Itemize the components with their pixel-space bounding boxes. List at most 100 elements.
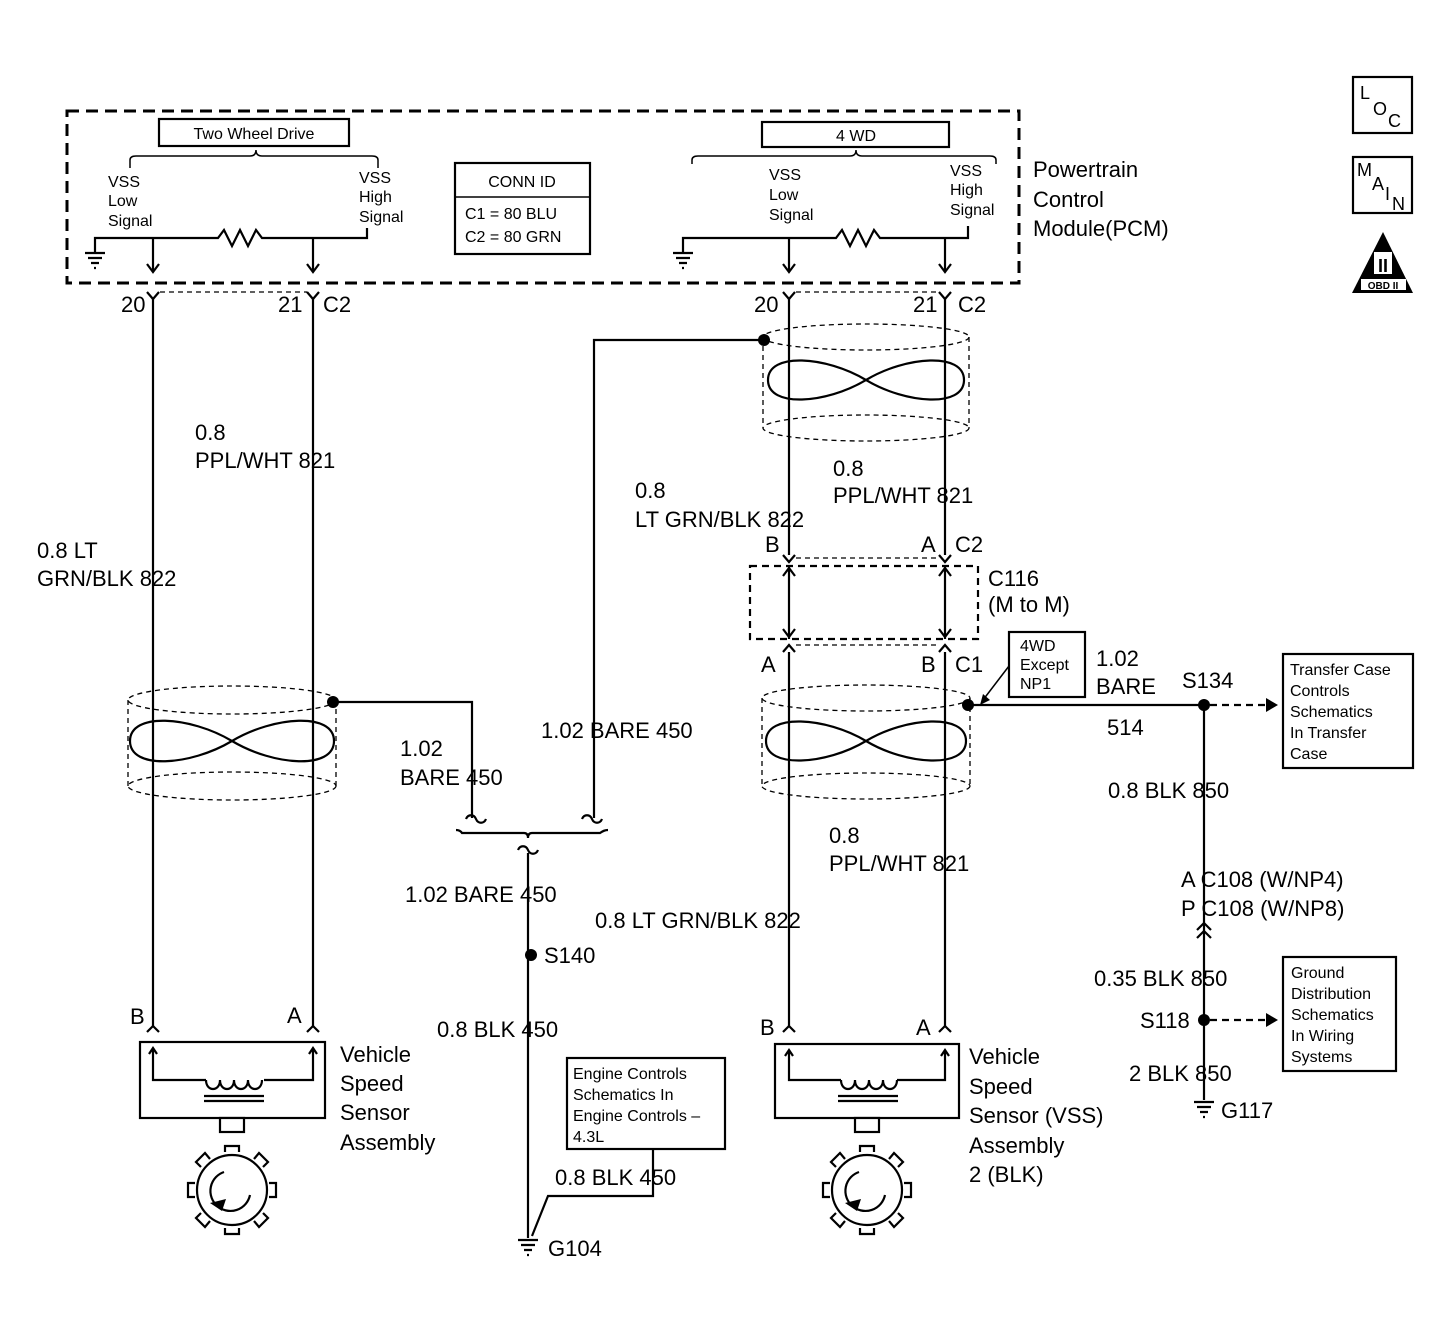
engine-controls-ref-2: Schematics In bbox=[573, 1087, 673, 1104]
left-vss-low-1: VSS bbox=[108, 174, 140, 191]
right-wire-822-top-gauge: 0.8 bbox=[635, 478, 666, 503]
c116-label: C116 bbox=[988, 566, 1039, 591]
c116-desc: (M to M) bbox=[988, 592, 1070, 617]
svg-text:C: C bbox=[1388, 111, 1401, 131]
left-pin-20: 20 bbox=[121, 292, 145, 317]
left-pcm-internal-circuit bbox=[93, 227, 369, 274]
left-vss-sensor bbox=[138, 1040, 327, 1134]
four-wd-label-box bbox=[760, 120, 951, 149]
four-wd-label: 4 WD bbox=[836, 128, 876, 145]
left-pin-21: 21 bbox=[278, 292, 302, 317]
right-sensor-name-5: 2 (BLK) bbox=[969, 1162, 1044, 1187]
main-icon[interactable]: M A I N bbox=[1351, 155, 1414, 215]
ground-450-blk2-label: 0.8 BLK 450 bbox=[555, 1165, 676, 1190]
right-upper-twisted-pair-shield bbox=[762, 323, 970, 442]
ground-dist-ref-box[interactable] bbox=[1281, 955, 1398, 1073]
np1-note-2: Except bbox=[1020, 657, 1069, 674]
right-wire-821-bottom-color: PPL/WHT 821 bbox=[829, 851, 969, 876]
engine-controls-ref-box[interactable] bbox=[565, 1056, 727, 1151]
left-vss-high-3: Signal bbox=[359, 209, 403, 226]
right-vss-sensor bbox=[773, 1042, 961, 1134]
right-sensor-pin-b: B bbox=[760, 1015, 775, 1040]
conn-id-c1: C1 = 80 BLU bbox=[465, 206, 557, 223]
svg-text:A: A bbox=[1372, 174, 1384, 194]
two-wd-label: Two Wheel Drive bbox=[194, 126, 315, 143]
left-wire-822-gauge: 0.8 LT bbox=[37, 538, 98, 563]
transfer-case-ref-1: Transfer Case bbox=[1290, 662, 1391, 679]
right-vss-low-3: Signal bbox=[769, 207, 813, 224]
obd-ii-icon[interactable]: II OBD II bbox=[1352, 232, 1413, 293]
left-sensor-name-2: Speed bbox=[340, 1071, 404, 1096]
s134-label: S134 bbox=[1182, 668, 1233, 693]
right-vss-high-3: Signal bbox=[950, 202, 994, 219]
right-pin-21: 21 bbox=[913, 292, 937, 317]
left-wire-821-color: PPL/WHT 821 bbox=[195, 448, 335, 473]
svg-text:II: II bbox=[1378, 256, 1388, 276]
ground-dist-ref-5: Systems bbox=[1291, 1049, 1352, 1066]
c108-np4-label: A C108 (W/NP4) bbox=[1181, 867, 1344, 892]
right-reluctor-wheel-icon bbox=[821, 1144, 913, 1236]
ground-450-blk-label: 0.8 BLK 450 bbox=[437, 1017, 558, 1042]
transfer-case-ref-box[interactable] bbox=[1281, 652, 1415, 770]
left-drain-gauge: 1.02 bbox=[400, 736, 443, 761]
c108-connector bbox=[1196, 921, 1212, 939]
right-pcm-ground-icon bbox=[673, 251, 693, 270]
left-drain-color: BARE 450 bbox=[400, 765, 503, 790]
ground-850-035-label: 0.35 BLK 850 bbox=[1094, 966, 1227, 991]
svg-text:M: M bbox=[1357, 160, 1372, 180]
ground-dist-ref-4: In Wiring bbox=[1291, 1028, 1354, 1045]
left-reluctor-wheel-icon bbox=[186, 1144, 278, 1236]
pcm-title-line3: Module(PCM) bbox=[1033, 216, 1169, 241]
left-vss-low-2: Low bbox=[108, 193, 138, 210]
ground-dist-ref-3: Schematics bbox=[1291, 1007, 1374, 1024]
two-wd-label-box bbox=[157, 117, 351, 148]
s140-label: S140 bbox=[544, 943, 595, 968]
engine-controls-ref-3: Engine Controls – bbox=[573, 1108, 700, 1125]
transfer-case-ref-5: Case bbox=[1290, 746, 1327, 763]
transfer-case-ref-4: In Transfer bbox=[1290, 725, 1367, 742]
left-vss-high-2: High bbox=[359, 189, 392, 206]
right-vss-high-2: High bbox=[950, 182, 983, 199]
pcm-title-line2: Control bbox=[1033, 187, 1104, 212]
left-pcm-ground-icon bbox=[85, 251, 105, 270]
left-sensor-name-1: Vehicle bbox=[340, 1042, 411, 1067]
left-sensor-pin-a: A bbox=[287, 1003, 302, 1028]
c116-c1-connector bbox=[782, 643, 952, 653]
right-sensor-pin-a: A bbox=[916, 1015, 931, 1040]
ground-dist-ref-1: Ground bbox=[1291, 965, 1344, 982]
bare-514-gauge: 1.02 bbox=[1096, 646, 1139, 671]
engine-controls-ref-4: 4.3L bbox=[573, 1129, 604, 1146]
transfer-case-ref-3: Schematics bbox=[1290, 704, 1373, 721]
right-vss-low-1: VSS bbox=[769, 167, 801, 184]
right-pin-20: 20 bbox=[754, 292, 778, 317]
c116-c2-pin-a: A bbox=[921, 532, 936, 557]
c116-pass-through bbox=[782, 566, 952, 639]
s118-label: S118 bbox=[1140, 1008, 1190, 1033]
right-wire-821-top-color: PPL/WHT 821 bbox=[833, 483, 973, 508]
left-vss-low-3: Signal bbox=[108, 213, 152, 230]
svg-text:N: N bbox=[1392, 194, 1405, 214]
right-vss-low-2: Low bbox=[769, 187, 799, 204]
two-wd-bracket bbox=[129, 149, 379, 168]
right-drain-label: 1.02 BARE 450 bbox=[541, 718, 693, 743]
left-conn-c2: C2 bbox=[323, 292, 351, 317]
g117-label: G117 bbox=[1221, 1098, 1273, 1123]
np1-note-arrowhead bbox=[980, 694, 990, 705]
right-upper-shield-drain-dot bbox=[758, 334, 770, 346]
left-wire-822-color: GRN/BLK 822 bbox=[37, 566, 176, 591]
svg-text:OBD II: OBD II bbox=[1368, 281, 1399, 292]
svg-text:I: I bbox=[1385, 184, 1390, 204]
s118-splice-dot bbox=[1198, 1014, 1210, 1026]
right-vss-high-1: VSS bbox=[950, 163, 982, 180]
c116-c1-conn: C1 bbox=[955, 652, 983, 677]
c116-c2-pin-b: B bbox=[765, 532, 780, 557]
left-wire-821-gauge: 0.8 bbox=[195, 420, 226, 445]
pcm-title-line1: Powertrain bbox=[1033, 157, 1138, 182]
c116-connector-box bbox=[748, 564, 980, 641]
left-twisted-pair-shield bbox=[127, 685, 337, 801]
right-wire-821-top-gauge: 0.8 bbox=[833, 456, 864, 481]
loc-icon[interactable]: L O C bbox=[1351, 75, 1414, 135]
c116-c1-pin-a: A bbox=[761, 652, 776, 677]
c116-c2-conn: C2 bbox=[955, 532, 983, 557]
